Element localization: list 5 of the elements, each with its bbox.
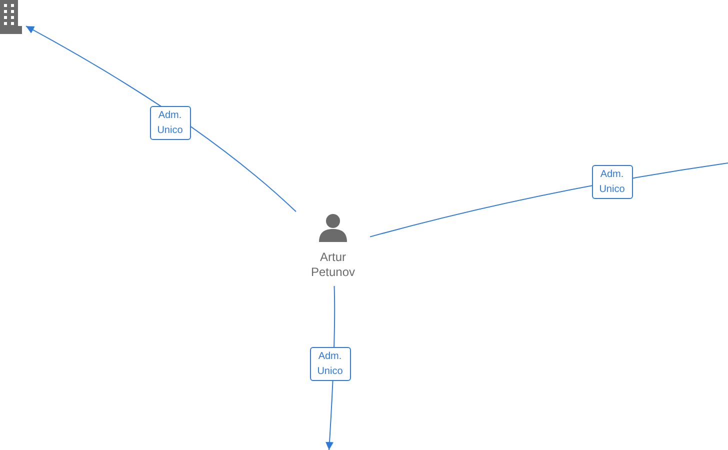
edge-label: Adm. Unico (592, 165, 632, 199)
person-name: Artur Petunov (310, 250, 356, 280)
edge-label: Adm. Unico (150, 106, 190, 140)
edge-label: Adm. Unico (310, 347, 350, 381)
arrow (26, 26, 296, 212)
